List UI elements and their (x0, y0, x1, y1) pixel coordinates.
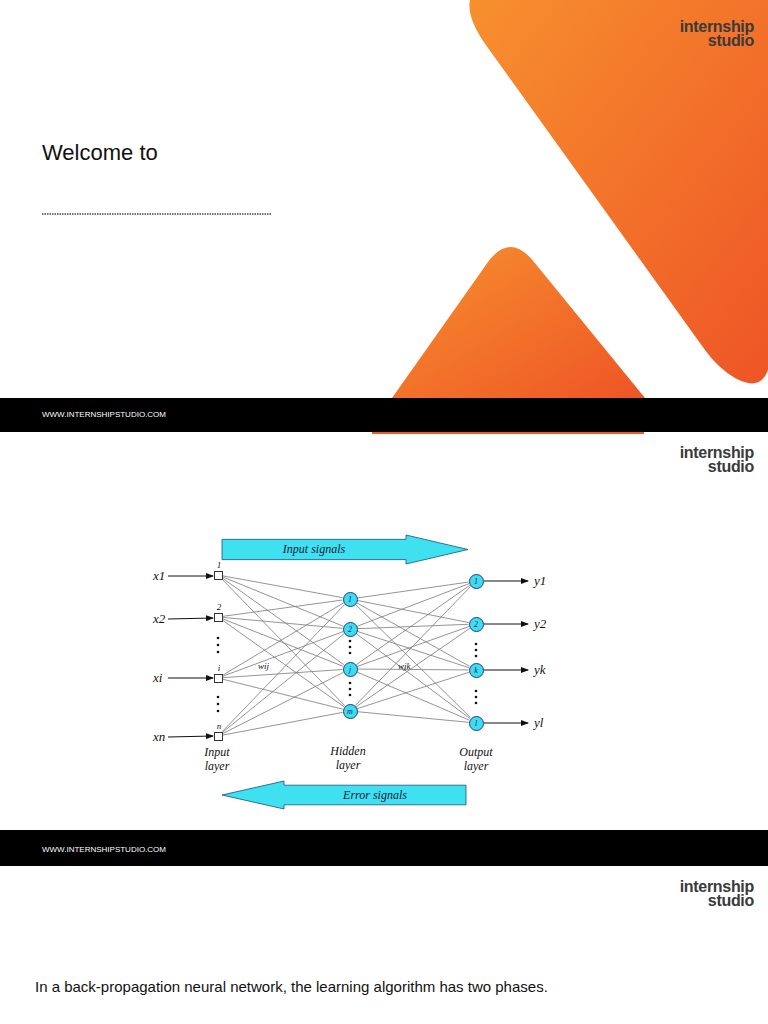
footer-band (0, 398, 768, 432)
input-symbol: xn (153, 730, 165, 744)
input-arrow (168, 576, 213, 577)
signal-arrow-left: Error signals (222, 781, 466, 809)
arrow-fill (222, 781, 466, 809)
neuron-label: k (470, 664, 483, 677)
neuron-circle: 1 (343, 592, 358, 607)
neuron-circle: 2 (343, 622, 358, 637)
connection-line (356, 585, 470, 664)
input-arrows (168, 576, 528, 737)
brand-logo: internship studio (666, 880, 754, 908)
weight-symbol: wij (258, 661, 269, 671)
neuron-label: 1 (344, 593, 357, 606)
connection-line (357, 600, 468, 622)
connection-line (357, 672, 469, 720)
output-symbol: y2 (534, 617, 546, 631)
node-number: i (207, 663, 232, 673)
connection-line (223, 620, 344, 706)
connection-line (223, 672, 344, 733)
connection-line (222, 604, 344, 731)
neuron-label: m (344, 705, 357, 718)
connection-line (355, 604, 470, 717)
welcome-heading: Welcome to (42, 140, 158, 166)
output-symbol: y1 (534, 574, 546, 588)
connection-line (223, 670, 343, 678)
output-arrow (484, 670, 528, 671)
neuron-circle: 1 (469, 574, 484, 589)
input-arrow (168, 618, 213, 619)
footer-band (0, 830, 768, 866)
connection-line (355, 586, 471, 705)
layer-name: Input layer (192, 745, 242, 773)
input-symbol: x2 (153, 612, 165, 626)
connection-line (223, 578, 344, 664)
arrow-fill (222, 535, 468, 564)
connection-line (357, 669, 468, 671)
node-number: 1 (207, 560, 232, 570)
footer-url: WWW.INTERNSHIPSTUDIO.COM (42, 845, 166, 855)
connection-line (357, 631, 469, 667)
input-node: i (214, 674, 223, 683)
neuron-circle: m (343, 704, 358, 719)
input-node: n (214, 732, 223, 741)
arrow-caption: Input signals (222, 535, 406, 564)
connection-line (223, 634, 345, 733)
neuron-circle: j (343, 662, 358, 677)
input-node: 2 (214, 613, 223, 622)
input-node: 1 (214, 571, 223, 580)
neuron-label: 2 (344, 623, 357, 636)
footer-url: WWW.INTERNSHIPSTUDIO.COM (42, 410, 166, 420)
connection-line (223, 632, 343, 677)
neuron-label: 1 (470, 575, 483, 588)
orange-strip (372, 432, 644, 434)
layer-name: Hidden layer (322, 744, 374, 772)
output-arrow (484, 624, 528, 625)
input-arrow (168, 678, 213, 679)
brand-logo: internship studio (666, 20, 754, 48)
arrow-caption: Error signals (284, 781, 466, 809)
output-symbol: yk (534, 663, 546, 677)
connection-line (356, 628, 470, 706)
connection-line (223, 603, 344, 675)
output-arrow (484, 723, 528, 724)
signal-arrow-right: Input signals (222, 535, 468, 564)
connection-line (357, 603, 470, 667)
neuron-circle: l (469, 716, 484, 731)
input-arrow (168, 736, 213, 737)
dotted-rule (42, 213, 272, 214)
input-symbol: xi (153, 671, 162, 685)
neuron-label: l (470, 717, 483, 730)
orange-shape (392, 247, 645, 398)
neuron-label: 2 (470, 618, 483, 631)
connection-line (223, 619, 344, 666)
connection-line (357, 672, 469, 708)
ellipsis-dots (217, 637, 478, 713)
output-symbol: yl (534, 716, 543, 730)
node-number: 2 (207, 602, 232, 612)
connection-line (357, 712, 468, 723)
output-arrow (484, 581, 528, 582)
neuron-label: j (344, 663, 357, 676)
input-symbol: x1 (153, 569, 165, 583)
weight-symbol: wjk (398, 661, 411, 671)
brand-logo: internship studio (666, 446, 754, 474)
body-paragraph: In a back-propagation neural network, th… (35, 978, 548, 995)
connection-line (223, 576, 343, 598)
connection-line (222, 580, 344, 706)
neuron-circle: k (469, 663, 484, 678)
neuron-circle: 2 (469, 617, 484, 632)
connection-line (223, 712, 343, 735)
layer-name: Output layer (450, 745, 502, 773)
node-number: n (207, 721, 232, 731)
connection-line (223, 617, 343, 628)
